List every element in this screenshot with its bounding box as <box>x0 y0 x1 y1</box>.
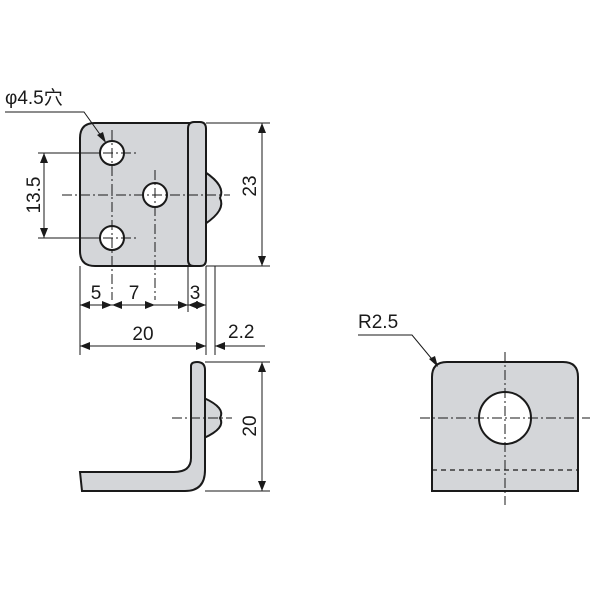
front-view <box>420 352 590 505</box>
dim-overall-width-label: 20 <box>132 324 153 345</box>
dim-plate-thickness: 2.2 <box>215 322 265 350</box>
corner-radius-label: R2.5 <box>358 312 398 333</box>
bent-lip <box>187 121 207 267</box>
knob-bump <box>204 170 223 226</box>
corner-radius-callout: R2.5 <box>358 312 438 367</box>
dim-edge-offset-label: 5 <box>91 283 102 304</box>
dim-hole-pitch-label: 13.5 <box>24 177 45 214</box>
dim-side-height-label: 20 <box>240 415 261 436</box>
dim-hole-pitch: 13.5 <box>24 152 100 239</box>
hole-callout: φ4.5穴 <box>5 87 106 143</box>
dim-overall-width: 20 <box>80 324 206 350</box>
hole-callout-label: φ4.5穴 <box>5 87 63 109</box>
dim-overall-height-label: 23 <box>240 175 261 196</box>
side-view <box>78 360 232 492</box>
dim-lip-width-label: 3 <box>190 283 201 304</box>
top-view <box>62 121 230 300</box>
side-view-plate <box>78 360 206 492</box>
dim-overall-height: 23 <box>206 122 270 267</box>
dim-hole-offset-label: 7 <box>129 283 140 304</box>
dim-side-height: 20 <box>205 361 270 492</box>
dim-plate-thickness-label: 2.2 <box>228 322 254 343</box>
dim-hole-offsets: 5 7 3 <box>79 266 216 355</box>
